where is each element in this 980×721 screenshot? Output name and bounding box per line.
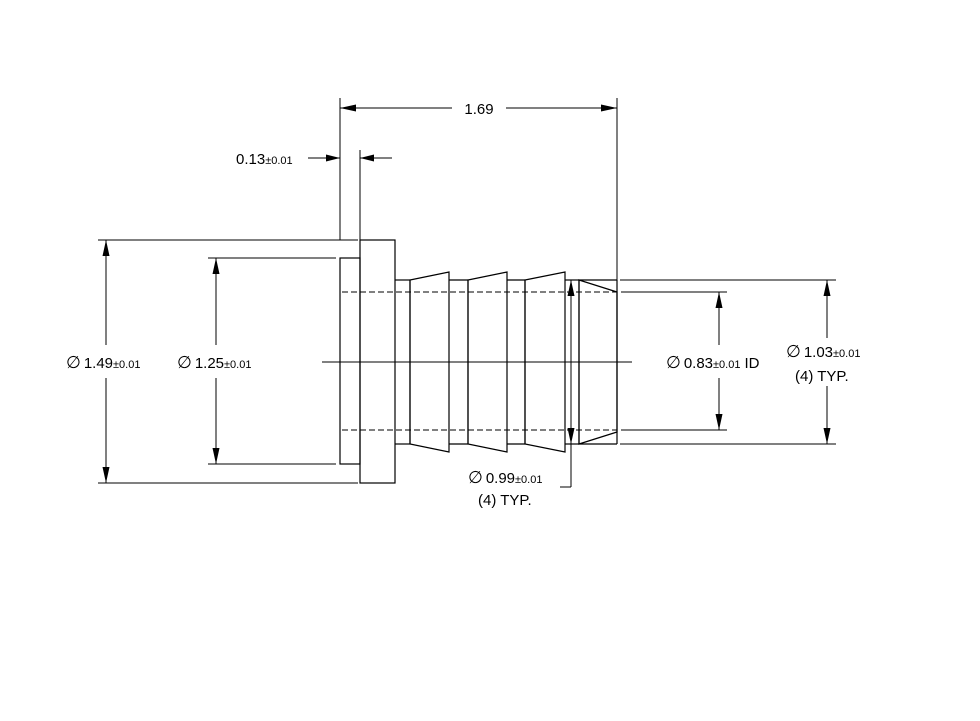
- bore-diameter-suffix: ID: [744, 355, 759, 372]
- diameter-symbol: ∅: [177, 353, 192, 373]
- dim-barb-root-diameter: ∅0.99±0.01 (4) TYP.: [468, 280, 575, 509]
- dim-flange-inner-diameter: ∅1.25±0.01: [177, 257, 336, 465]
- bore-diameter-label: ∅0.83±0.01 ID: [666, 353, 760, 373]
- bore-hidden-lines: [342, 291, 617, 431]
- dim-bore-diameter: ∅0.83±0.01 ID: [621, 291, 760, 431]
- overall-length-value: 1.69: [464, 101, 493, 118]
- barb-crest-tolerance: ±0.01: [833, 348, 860, 360]
- diameter-symbol: ∅: [468, 468, 483, 488]
- flange-thickness-tolerance: ±0.01: [265, 155, 292, 167]
- diameter-symbol: ∅: [786, 342, 801, 362]
- barb-crest-note: (4) TYP.: [795, 368, 849, 385]
- barb-1: [409, 271, 450, 453]
- barb-3: [524, 271, 566, 453]
- barb-root-value: 0.99: [486, 470, 515, 487]
- flange-od-tolerance: ±0.01: [113, 359, 140, 371]
- flange-id-label: ∅1.25±0.01: [177, 353, 251, 373]
- dim-flange-outer-diameter: ∅1.49±0.01: [66, 239, 358, 484]
- flange-od-value: 1.49: [84, 355, 113, 372]
- barb-crest-label: ∅1.03±0.01: [786, 342, 860, 362]
- barb-2: [467, 271, 508, 453]
- flange-id-tolerance: ±0.01: [224, 359, 251, 371]
- dim-flange-thickness: 0.13±0.01: [236, 150, 392, 240]
- flange-thickness-value: 0.13: [236, 151, 265, 168]
- bore-diameter-value: 0.83: [684, 355, 713, 372]
- flange-thickness-label: 0.13±0.01: [236, 151, 293, 168]
- dim-overall-length: 1.69: [339, 98, 618, 280]
- barb-root-note: (4) TYP.: [478, 492, 532, 509]
- flange-od-label: ∅1.49±0.01: [66, 353, 140, 373]
- flange-id-value: 1.25: [195, 355, 224, 372]
- barb-root-label: ∅0.99±0.01: [468, 468, 542, 488]
- barb-root-tolerance: ±0.01: [515, 474, 542, 486]
- dim-barb-crest-diameter: ∅1.03±0.01 (4) TYP.: [620, 279, 860, 445]
- diameter-symbol: ∅: [666, 353, 681, 373]
- diameter-symbol: ∅: [66, 353, 81, 373]
- flange-inner-step: [339, 257, 361, 465]
- barb-crest-value: 1.03: [804, 344, 833, 361]
- bore-diameter-tolerance: ±0.01: [713, 359, 740, 371]
